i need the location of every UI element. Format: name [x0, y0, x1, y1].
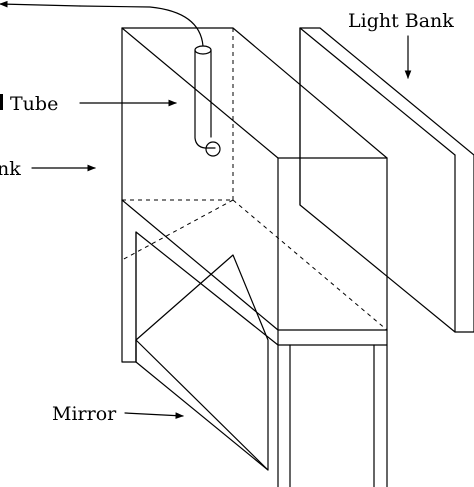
light-bank-label: Light Bank — [348, 10, 454, 32]
light-bank — [299, 27, 474, 333]
top-left-arrow — [0, 0, 81, 8]
tank-label: nk — [0, 158, 21, 180]
tank — [121, 27, 388, 331]
cut-off-glyph — [0, 94, 3, 110]
stand — [121, 199, 388, 487]
tube — [79, 5, 221, 157]
tube-label: Tube — [10, 93, 58, 115]
mirror — [135, 254, 269, 471]
mirror-label: Mirror — [52, 403, 117, 425]
mirror-arrow — [124, 412, 184, 419]
pointer-arrows — [0, 0, 412, 419]
